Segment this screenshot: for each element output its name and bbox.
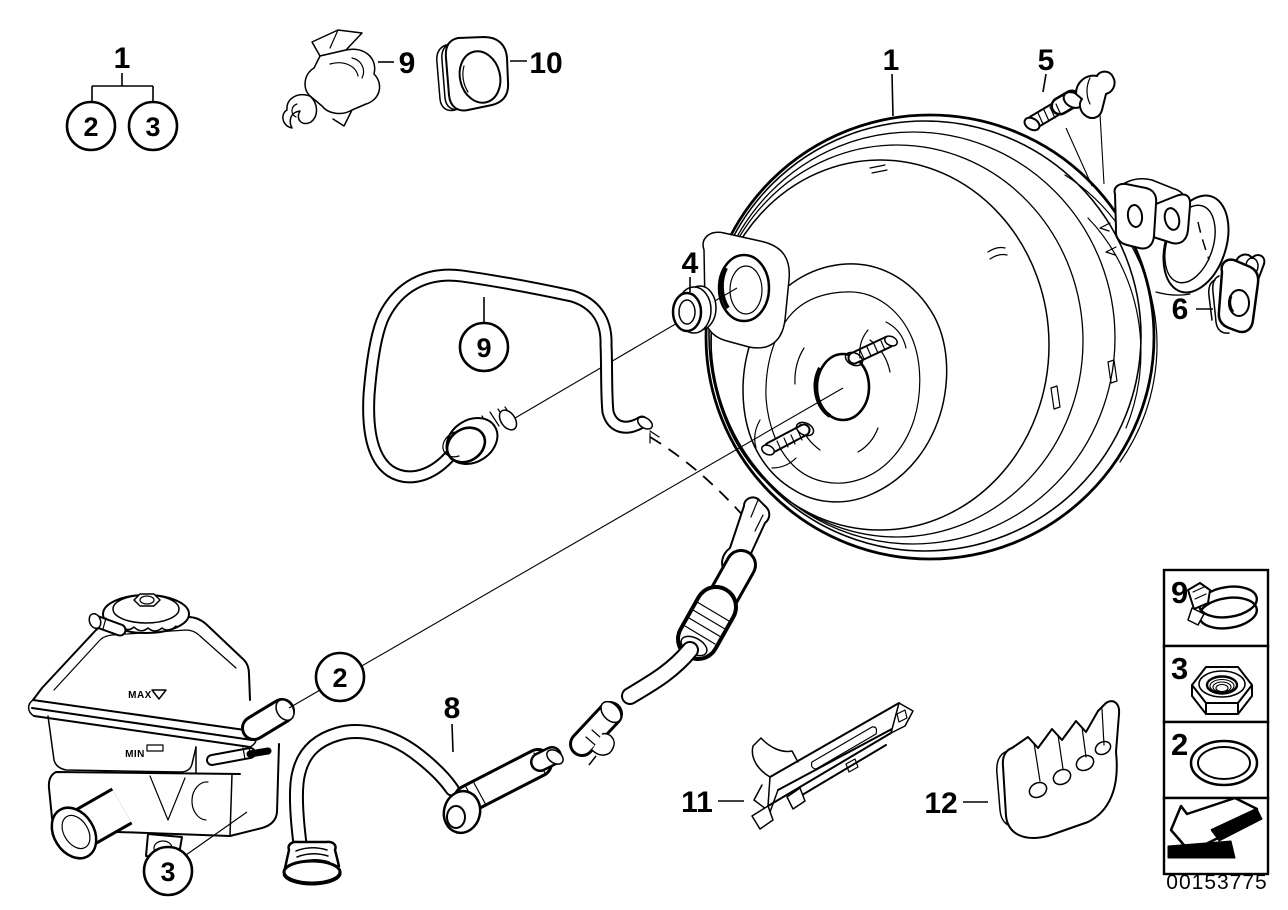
callout-mounting-nut[interactable]: 3 <box>160 857 175 887</box>
hose-clamp-icon <box>1187 582 1258 630</box>
retaining-pin-drawing: 5 <box>1023 44 1210 261</box>
oring-callout[interactable]: 2 <box>314 651 366 703</box>
vacuum-pipe-drawing: 9 <box>362 268 660 484</box>
brake-booster-drawing: 1 <box>702 44 1230 561</box>
group-circle-left[interactable] <box>65 100 117 152</box>
hose-end-stub-drawing <box>569 700 623 766</box>
legend-label-nut[interactable]: 3 <box>1171 651 1188 686</box>
callout-group-parent[interactable]: 1 <box>114 42 131 75</box>
callout-port-grommet[interactable]: 4 <box>682 247 699 280</box>
booster-leader-line <box>891 73 894 117</box>
pipe-union-fitting <box>442 406 518 465</box>
support-bracket-drawing: 11 <box>681 702 914 830</box>
callout-group-left[interactable]: 2 <box>83 112 98 142</box>
reservoir-min-label: MIN <box>125 749 145 760</box>
callout-pipe-clip[interactable]: 9 <box>399 47 416 80</box>
vacuum-hose-drawing: 8 <box>282 692 564 886</box>
hex-nut-icon <box>1191 666 1253 715</box>
booster-central-hole <box>794 339 891 453</box>
legend-sidebar: 9 3 2 0015 <box>1162 568 1270 894</box>
check-valve-connector-drawing <box>621 496 771 705</box>
group-bracket-lines <box>91 73 154 101</box>
pipe-clip-drawing: 9 <box>282 29 416 129</box>
nut-callout-circle[interactable] <box>142 845 194 897</box>
direction-arrow-icon <box>1167 796 1263 859</box>
connection-dashed-line <box>649 436 748 521</box>
hose-leader-line <box>451 723 454 753</box>
min-level-mark <box>146 744 164 752</box>
top-left-callout-group: 1 2 3 <box>65 42 179 152</box>
callout-support-bracket[interactable]: 11 <box>681 786 713 819</box>
booster-shell-slots <box>869 164 1118 410</box>
legend-label-oring[interactable]: 2 <box>1171 727 1188 762</box>
spring-clip-drawing: 6 <box>1172 253 1266 334</box>
callout-line-holder[interactable]: 12 <box>924 787 957 820</box>
pin-leader-line <box>1042 73 1047 93</box>
port-grommet-drawing: 4 <box>671 247 717 334</box>
line-holder-drawing: 12 <box>924 700 1121 839</box>
max-triangle-mark <box>151 689 167 700</box>
oring-callout-circle[interactable] <box>314 651 366 703</box>
o-ring-icon <box>1189 739 1259 787</box>
callout-booster[interactable]: 1 <box>883 44 900 77</box>
booster-studs <box>754 321 907 469</box>
callout-retaining-pin[interactable]: 5 <box>1038 44 1055 77</box>
bulkhead-grommet-drawing: 10 <box>436 36 563 112</box>
master-cylinder-drawing: MAX MIN <box>27 593 295 861</box>
reservoir-max-label: MAX <box>128 690 152 701</box>
nut-callout[interactable]: 3 <box>142 811 248 897</box>
callout-o-ring[interactable]: 2 <box>332 663 347 693</box>
part-number: 00153775 <box>1166 871 1267 894</box>
nut-leader-line <box>185 811 248 856</box>
pipe-clamp-callout-circle[interactable] <box>458 321 510 373</box>
group-circle-right[interactable] <box>127 100 179 152</box>
clevis-bracket <box>1099 178 1192 256</box>
callout-bulkhead-grommet[interactable]: 10 <box>529 47 562 80</box>
hose-quick-connect-fitting <box>282 840 342 886</box>
callout-spring-clip[interactable]: 6 <box>1172 293 1189 326</box>
legend-label-clamp[interactable]: 9 <box>1171 575 1188 610</box>
callout-vacuum-pipe-clamp[interactable]: 9 <box>476 333 491 363</box>
oring-leader-line <box>288 387 844 709</box>
callout-group-right[interactable]: 3 <box>145 112 160 142</box>
callout-vacuum-hose[interactable]: 8 <box>444 692 461 725</box>
booster-port-boss <box>702 231 791 349</box>
